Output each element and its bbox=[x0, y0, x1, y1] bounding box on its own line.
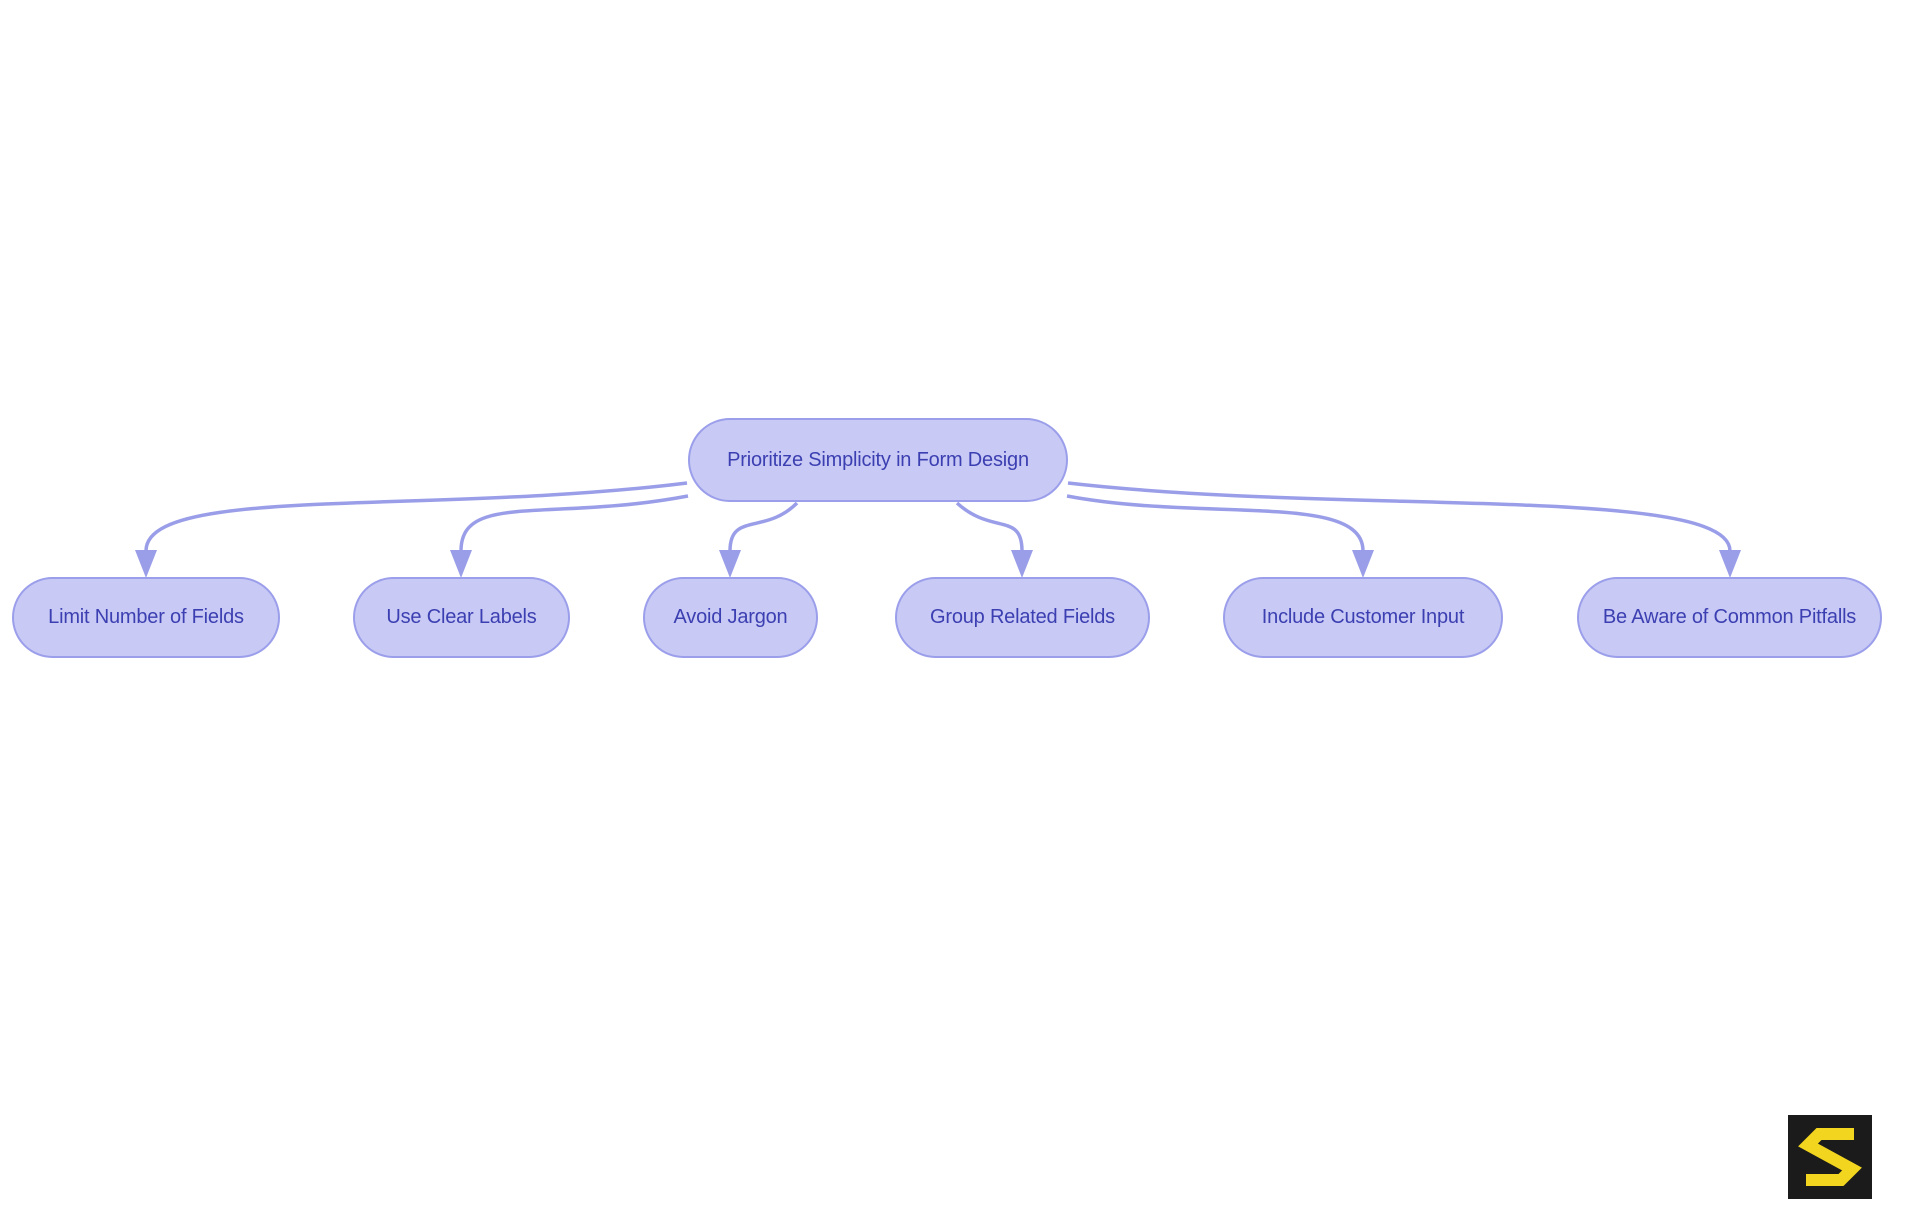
node-root-label: Prioritize Simplicity in Form Design bbox=[727, 448, 1029, 471]
arrowhead-limit-number-of-fields bbox=[135, 550, 157, 578]
logo-s-glyph bbox=[1798, 1128, 1862, 1186]
edge-root-to-use-clear-labels bbox=[459, 494, 689, 552]
arrowhead-use-clear-labels bbox=[450, 550, 472, 578]
arrowhead-be-aware-of-common-pitfalls bbox=[1719, 550, 1741, 578]
node-label: Group Related Fields bbox=[930, 606, 1115, 628]
node-label: Use Clear Labels bbox=[386, 606, 537, 628]
edge-root-to-group-related-fields bbox=[955, 501, 1024, 552]
node-label: Limit Number of Fields bbox=[48, 606, 244, 628]
edge-root-to-be-aware-of-common-pitfalls bbox=[1067, 481, 1732, 552]
node-limit-number-of-fields[interactable]: Limit Number of Fields bbox=[12, 577, 280, 658]
arrowhead-include-customer-input bbox=[1352, 550, 1374, 578]
node-label: Include Customer Input bbox=[1261, 606, 1465, 628]
node-be-aware-of-common-pitfalls[interactable]: Be Aware of Common Pitfalls bbox=[1577, 577, 1882, 658]
node-group-related-fields[interactable]: Group Related Fields bbox=[895, 577, 1150, 658]
s-logo-icon bbox=[1788, 1115, 1872, 1199]
node-include-customer-input[interactable]: Include Customer Input bbox=[1223, 577, 1503, 658]
node-avoid-jargon[interactable]: Avoid Jargon bbox=[643, 577, 818, 658]
edge-root-to-limit-number-of-fields bbox=[144, 481, 688, 552]
node-root[interactable]: Prioritize Simplicity in Form Design bbox=[688, 418, 1068, 502]
brand-logo bbox=[1788, 1115, 1872, 1199]
arrowhead-avoid-jargon bbox=[719, 550, 741, 578]
node-use-clear-labels[interactable]: Use Clear Labels bbox=[353, 577, 570, 658]
edge-root-to-include-customer-input bbox=[1066, 494, 1365, 552]
node-label: Be Aware of Common Pitfalls bbox=[1602, 606, 1857, 628]
arrowhead-group-related-fields bbox=[1011, 550, 1033, 578]
node-label: Avoid Jargon bbox=[673, 606, 788, 628]
edge-root-to-avoid-jargon bbox=[728, 501, 799, 552]
